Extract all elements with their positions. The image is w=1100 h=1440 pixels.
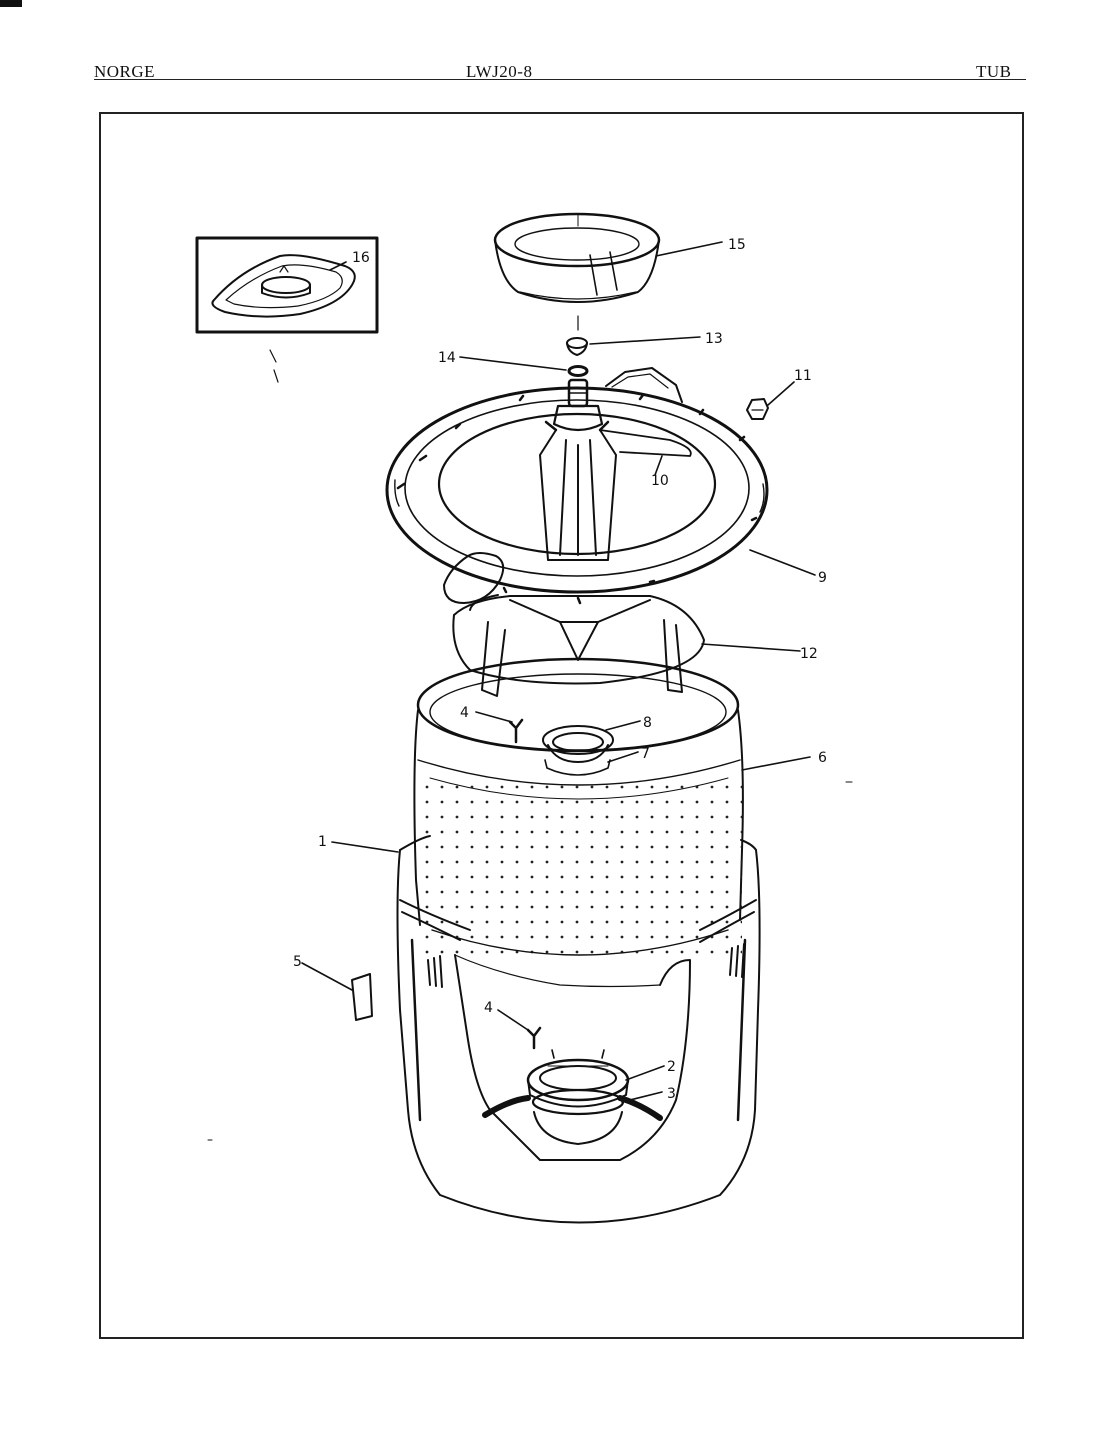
callout-5: 5	[293, 954, 302, 970]
callout-16: 16	[352, 250, 370, 266]
header-rule	[94, 79, 1026, 80]
callout-14: 14	[438, 350, 456, 366]
corner-mark	[0, 0, 22, 7]
callout-4-upper: 4	[460, 705, 469, 721]
header-section: TUB	[976, 62, 1012, 81]
callout-labels: 15 13 14 16 11 10 9 12 6 8 7 4 1 5 4 2 3	[293, 237, 827, 1102]
callout-2: 2	[667, 1059, 676, 1075]
reference-mark	[269, 349, 279, 383]
callout-12: 12	[800, 646, 818, 662]
part-13-cap-screw	[566, 337, 588, 356]
diagram-frame	[99, 112, 1024, 1339]
part-5-label	[351, 973, 373, 1021]
callout-15: 15	[728, 237, 746, 253]
part-4-clip-upper	[508, 718, 524, 744]
leader-lines	[301, 241, 816, 1103]
callout-7: 7	[641, 746, 650, 762]
part-1-outer-tub	[396, 835, 761, 1224]
part-10-agitator	[539, 378, 692, 561]
header-model: LWJ20-8	[466, 62, 533, 81]
header-brand: NORGE	[94, 62, 156, 81]
callout-10: 10	[651, 473, 669, 489]
callout-13: 13	[705, 331, 723, 347]
callout-11: 11	[794, 368, 812, 384]
inset-box-part-16	[195, 236, 379, 334]
part-9-tub-ring	[385, 367, 769, 605]
part-11-bumper	[746, 398, 769, 420]
callout-6: 6	[818, 750, 827, 766]
callout-4-lower: 4	[484, 1000, 493, 1016]
part-4-clip-lower	[526, 1026, 542, 1050]
part-14-washer	[567, 365, 589, 377]
part-15-agitator-cap	[493, 212, 661, 303]
callout-8: 8	[643, 715, 652, 731]
callout-3: 3	[667, 1086, 676, 1102]
callout-9: 9	[818, 570, 827, 586]
callout-1: 1	[318, 834, 327, 850]
part-6-inner-basket	[413, 657, 744, 965]
